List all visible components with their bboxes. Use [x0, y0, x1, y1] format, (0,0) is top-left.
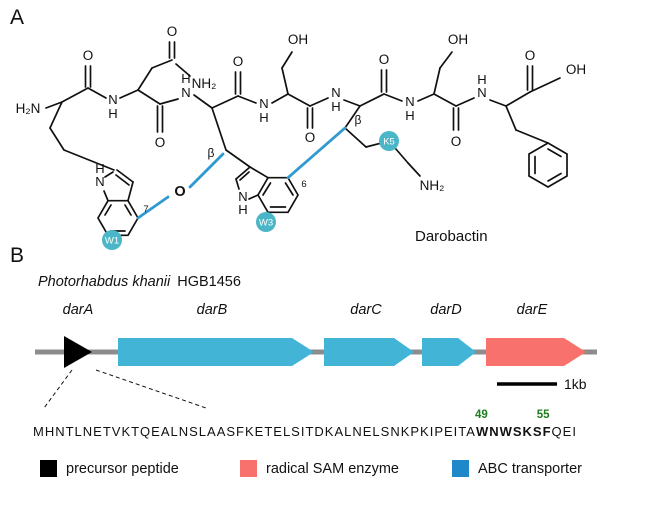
amide-h-label: H	[181, 71, 190, 86]
panel-a-label: A	[10, 6, 25, 29]
carbonyl-o-label: O	[305, 130, 316, 145]
h2n-label: H₂N	[16, 101, 41, 116]
amide-h-label: H	[477, 72, 486, 87]
indole-n-label: N	[95, 174, 104, 189]
crosslink-bonds	[136, 126, 347, 220]
badge-w1	[102, 230, 122, 250]
gene-label-darE: darE	[517, 302, 548, 318]
legend-label-abc-transporter: ABC transporter	[478, 460, 582, 477]
strain-species: Photorhabdus khanii	[38, 274, 171, 290]
ring-position-6: 6	[301, 179, 306, 190]
carbonyl-o-label: O	[451, 134, 462, 149]
sequence-core: WNWSKSF	[475, 424, 552, 439]
gene-arrow-darB	[118, 338, 314, 366]
gene-cluster-map: darA darB darC darD darE 1kb	[35, 302, 597, 409]
ring-position-7: 7	[143, 204, 148, 215]
gene-label-darD: darD	[430, 302, 461, 318]
amide-h-label: H	[259, 110, 268, 125]
legend-label-radical-sam: radical SAM enzyme	[266, 460, 399, 477]
gene-arrow-darE	[486, 338, 586, 366]
precursor-sequence: MHNTLNETVKTQEALNSLAASFKETELSITDKALNELSNK…	[33, 409, 577, 439]
hydroxyl-label: OH	[566, 62, 586, 77]
atom-labels: H₂N O O O O O O O O OH OH OH NH₂ NH₂ N H…	[16, 24, 587, 217]
legend-swatch-precursor	[40, 460, 57, 477]
hydroxyl-label: OH	[448, 32, 468, 47]
genome-line	[35, 349, 597, 355]
amide-n-label: N	[181, 85, 190, 100]
legend-swatch-abc-transporter	[452, 460, 469, 477]
beta-label: β	[208, 146, 215, 160]
gene-labels: darA darB darC darD darE	[63, 302, 548, 318]
amide-h-label: H	[405, 108, 414, 123]
residue-badges: W1 W3 K5	[102, 131, 399, 250]
carbonyl-o-label: O	[167, 24, 178, 39]
amide-n-label: N	[331, 85, 340, 100]
gene-arrow-darD	[422, 338, 476, 366]
badge-w3	[256, 212, 276, 232]
gene-arrow-darA	[64, 336, 92, 368]
amine-nh2-label: NH₂	[420, 178, 445, 193]
legend-label-precursor: precursor peptide	[66, 460, 179, 477]
badge-k5-label: K5	[383, 137, 395, 148]
legend-item-radical-sam: radical SAM enzyme	[240, 460, 399, 477]
position-55: 55	[536, 409, 550, 421]
carbonyl-o-label: O	[379, 52, 390, 67]
legend-swatch-radical-sam	[240, 460, 257, 477]
skeletal-bonds	[45, 41, 561, 177]
indole-n-label: N	[238, 189, 247, 204]
darobactin-structure: O H₂N O O O O O O O O OH OH OH NH₂ NH₂ N…	[16, 24, 587, 250]
amide-n-label: N	[477, 85, 486, 100]
compound-name: Darobactin	[415, 228, 488, 245]
carbonyl-o-label: O	[83, 48, 94, 63]
phenyl-ring	[528, 142, 568, 188]
strain-id: HGB1456	[177, 274, 241, 290]
gene-label-darA: darA	[63, 302, 94, 318]
badge-w3-label: W3	[259, 218, 273, 229]
amide-h-label: H	[331, 99, 340, 114]
legend-item-abc-transporter: ABC transporter	[452, 460, 582, 477]
indole-h-label: H	[95, 161, 104, 176]
indole-w1-ring	[97, 169, 139, 237]
carbonyl-o-label: O	[155, 135, 166, 150]
amide-n-label: N	[108, 92, 117, 107]
expansion-dashes	[43, 369, 207, 409]
amide-nh2-label: NH₂	[192, 76, 217, 91]
gene-label-darC: darC	[350, 302, 382, 318]
gene-arrows	[64, 336, 586, 368]
carbonyl-o-label: O	[525, 48, 536, 63]
hydroxyl-label: OH	[288, 32, 308, 47]
gene-arrow-darC	[324, 338, 414, 366]
badge-w1-label: W1	[105, 236, 119, 247]
ether-oxygen-label: O	[174, 184, 185, 200]
scale-bar: 1kb	[497, 376, 587, 392]
scale-bar-label: 1kb	[564, 376, 587, 392]
strain-name: Photorhabdus khanii HGB1456	[38, 274, 241, 290]
sequence-pre: MHNTLNETVKTQEALNSLAASFKETELSITDKALNELSNK…	[33, 424, 476, 439]
legend-item-precursor: precursor peptide	[40, 460, 179, 477]
panel-b-label: B	[10, 244, 25, 267]
carbonyl-o-label: O	[233, 54, 244, 69]
sequence-post: QEI	[551, 424, 577, 439]
indole-h-label: H	[238, 202, 247, 217]
amide-n-label: N	[259, 96, 268, 111]
position-49: 49	[474, 409, 488, 421]
badge-k5	[379, 131, 399, 151]
beta-label: β	[355, 113, 362, 127]
gene-label-darB: darB	[197, 302, 228, 318]
amide-h-label: H	[108, 106, 117, 121]
amide-n-label: N	[405, 94, 414, 109]
